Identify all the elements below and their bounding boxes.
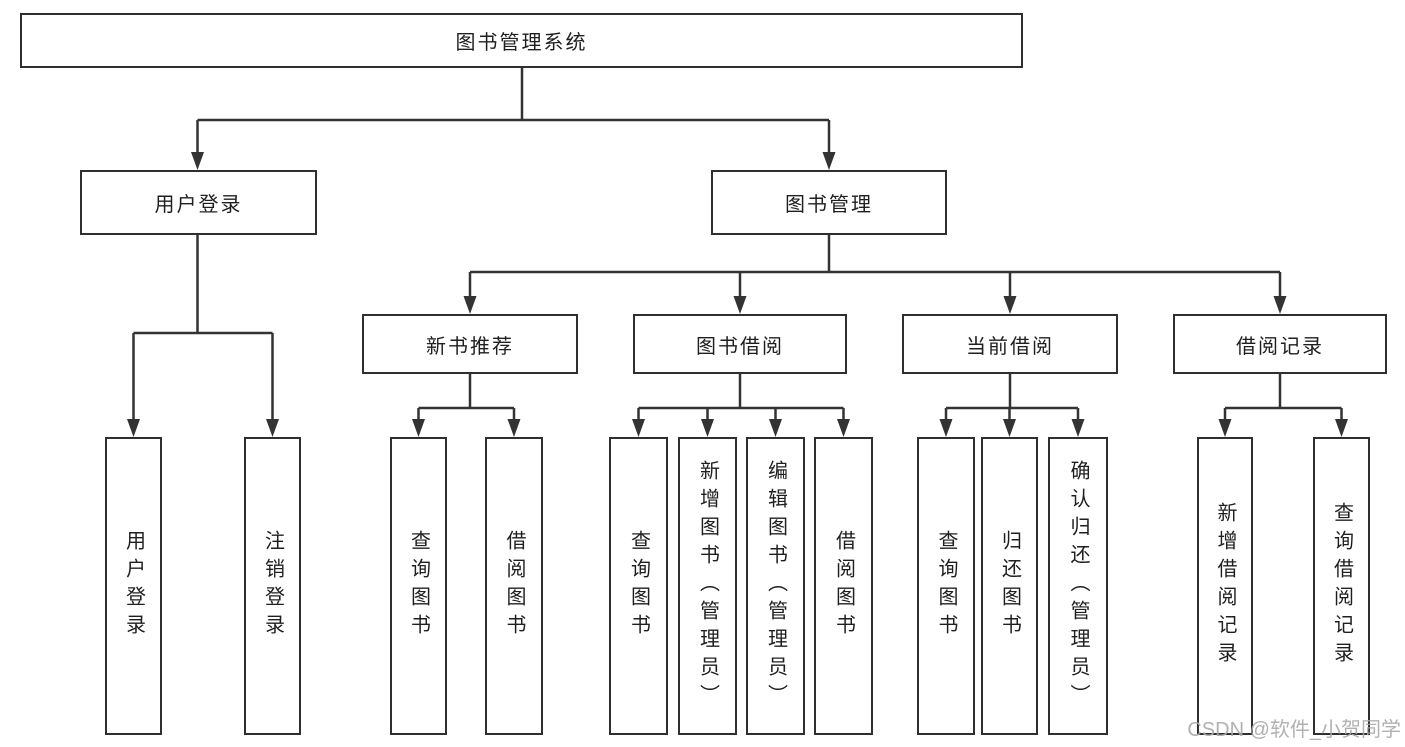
leaf-borrow-books-recommend: 借阅图书: [485, 437, 543, 735]
node-new-book-recommendation: 新书推荐: [362, 314, 578, 374]
leaf-query-books-current: 查询图书: [917, 437, 975, 735]
node-label: 归还图书: [998, 530, 1021, 642]
node-label: 查询图书: [627, 530, 650, 642]
node-user-login: 用户登录: [80, 170, 317, 235]
node-label: 编辑图书（管理员）: [764, 460, 787, 712]
node-label: 查询图书: [935, 530, 957, 642]
node-label: 确认归还（管理员）: [1067, 460, 1089, 712]
leaf-return-books: 归还图书: [981, 437, 1038, 735]
leaf-query-borrow-record: 查询借阅记录: [1313, 437, 1370, 735]
node-label: 借阅图书: [832, 530, 855, 642]
node-book-borrowing: 图书借阅: [633, 314, 847, 374]
node-label: 新增借阅记录: [1214, 502, 1236, 670]
node-label: 注销登录: [261, 530, 284, 642]
node-label: 新增图书（管理员）: [696, 460, 719, 712]
arrowheads: [127, 152, 1348, 437]
node-label: 图书管理系统: [455, 32, 588, 54]
node-borrowing-records: 借阅记录: [1173, 314, 1387, 374]
node-label: 借阅记录: [1236, 335, 1324, 358]
leaf-logout: 注销登录: [244, 437, 301, 735]
node-library-system: 图书管理系统: [20, 13, 1023, 68]
node-label: 当前借阅: [966, 335, 1054, 358]
leaf-query-books-recommend: 查询图书: [390, 437, 447, 735]
node-label: 查询借阅记录: [1330, 502, 1353, 670]
leaf-add-borrow-record: 新增借阅记录: [1197, 437, 1253, 735]
node-label: 用户登录: [122, 530, 145, 642]
node-label: 借阅图书: [503, 530, 525, 642]
leaf-add-book-admin: 新增图书（管理员）: [678, 437, 737, 735]
node-current-borrowing: 当前借阅: [902, 314, 1118, 374]
node-label: 图书借阅: [696, 335, 784, 358]
leaf-query-books-borrowing: 查询图书: [609, 437, 668, 735]
leaf-edit-book-admin: 编辑图书（管理员）: [746, 437, 805, 735]
leaf-borrow-books-borrowing: 借阅图书: [814, 437, 873, 735]
node-label: 图书管理: [785, 194, 873, 216]
node-label: 用户登录: [154, 194, 243, 216]
leaf-user-login: 用户登录: [105, 437, 162, 735]
leaf-confirm-return-admin: 确认归还（管理员）: [1048, 437, 1108, 735]
node-label: 查询图书: [407, 530, 430, 642]
node-label: 新书推荐: [426, 335, 514, 358]
node-book-management: 图书管理: [711, 170, 947, 235]
